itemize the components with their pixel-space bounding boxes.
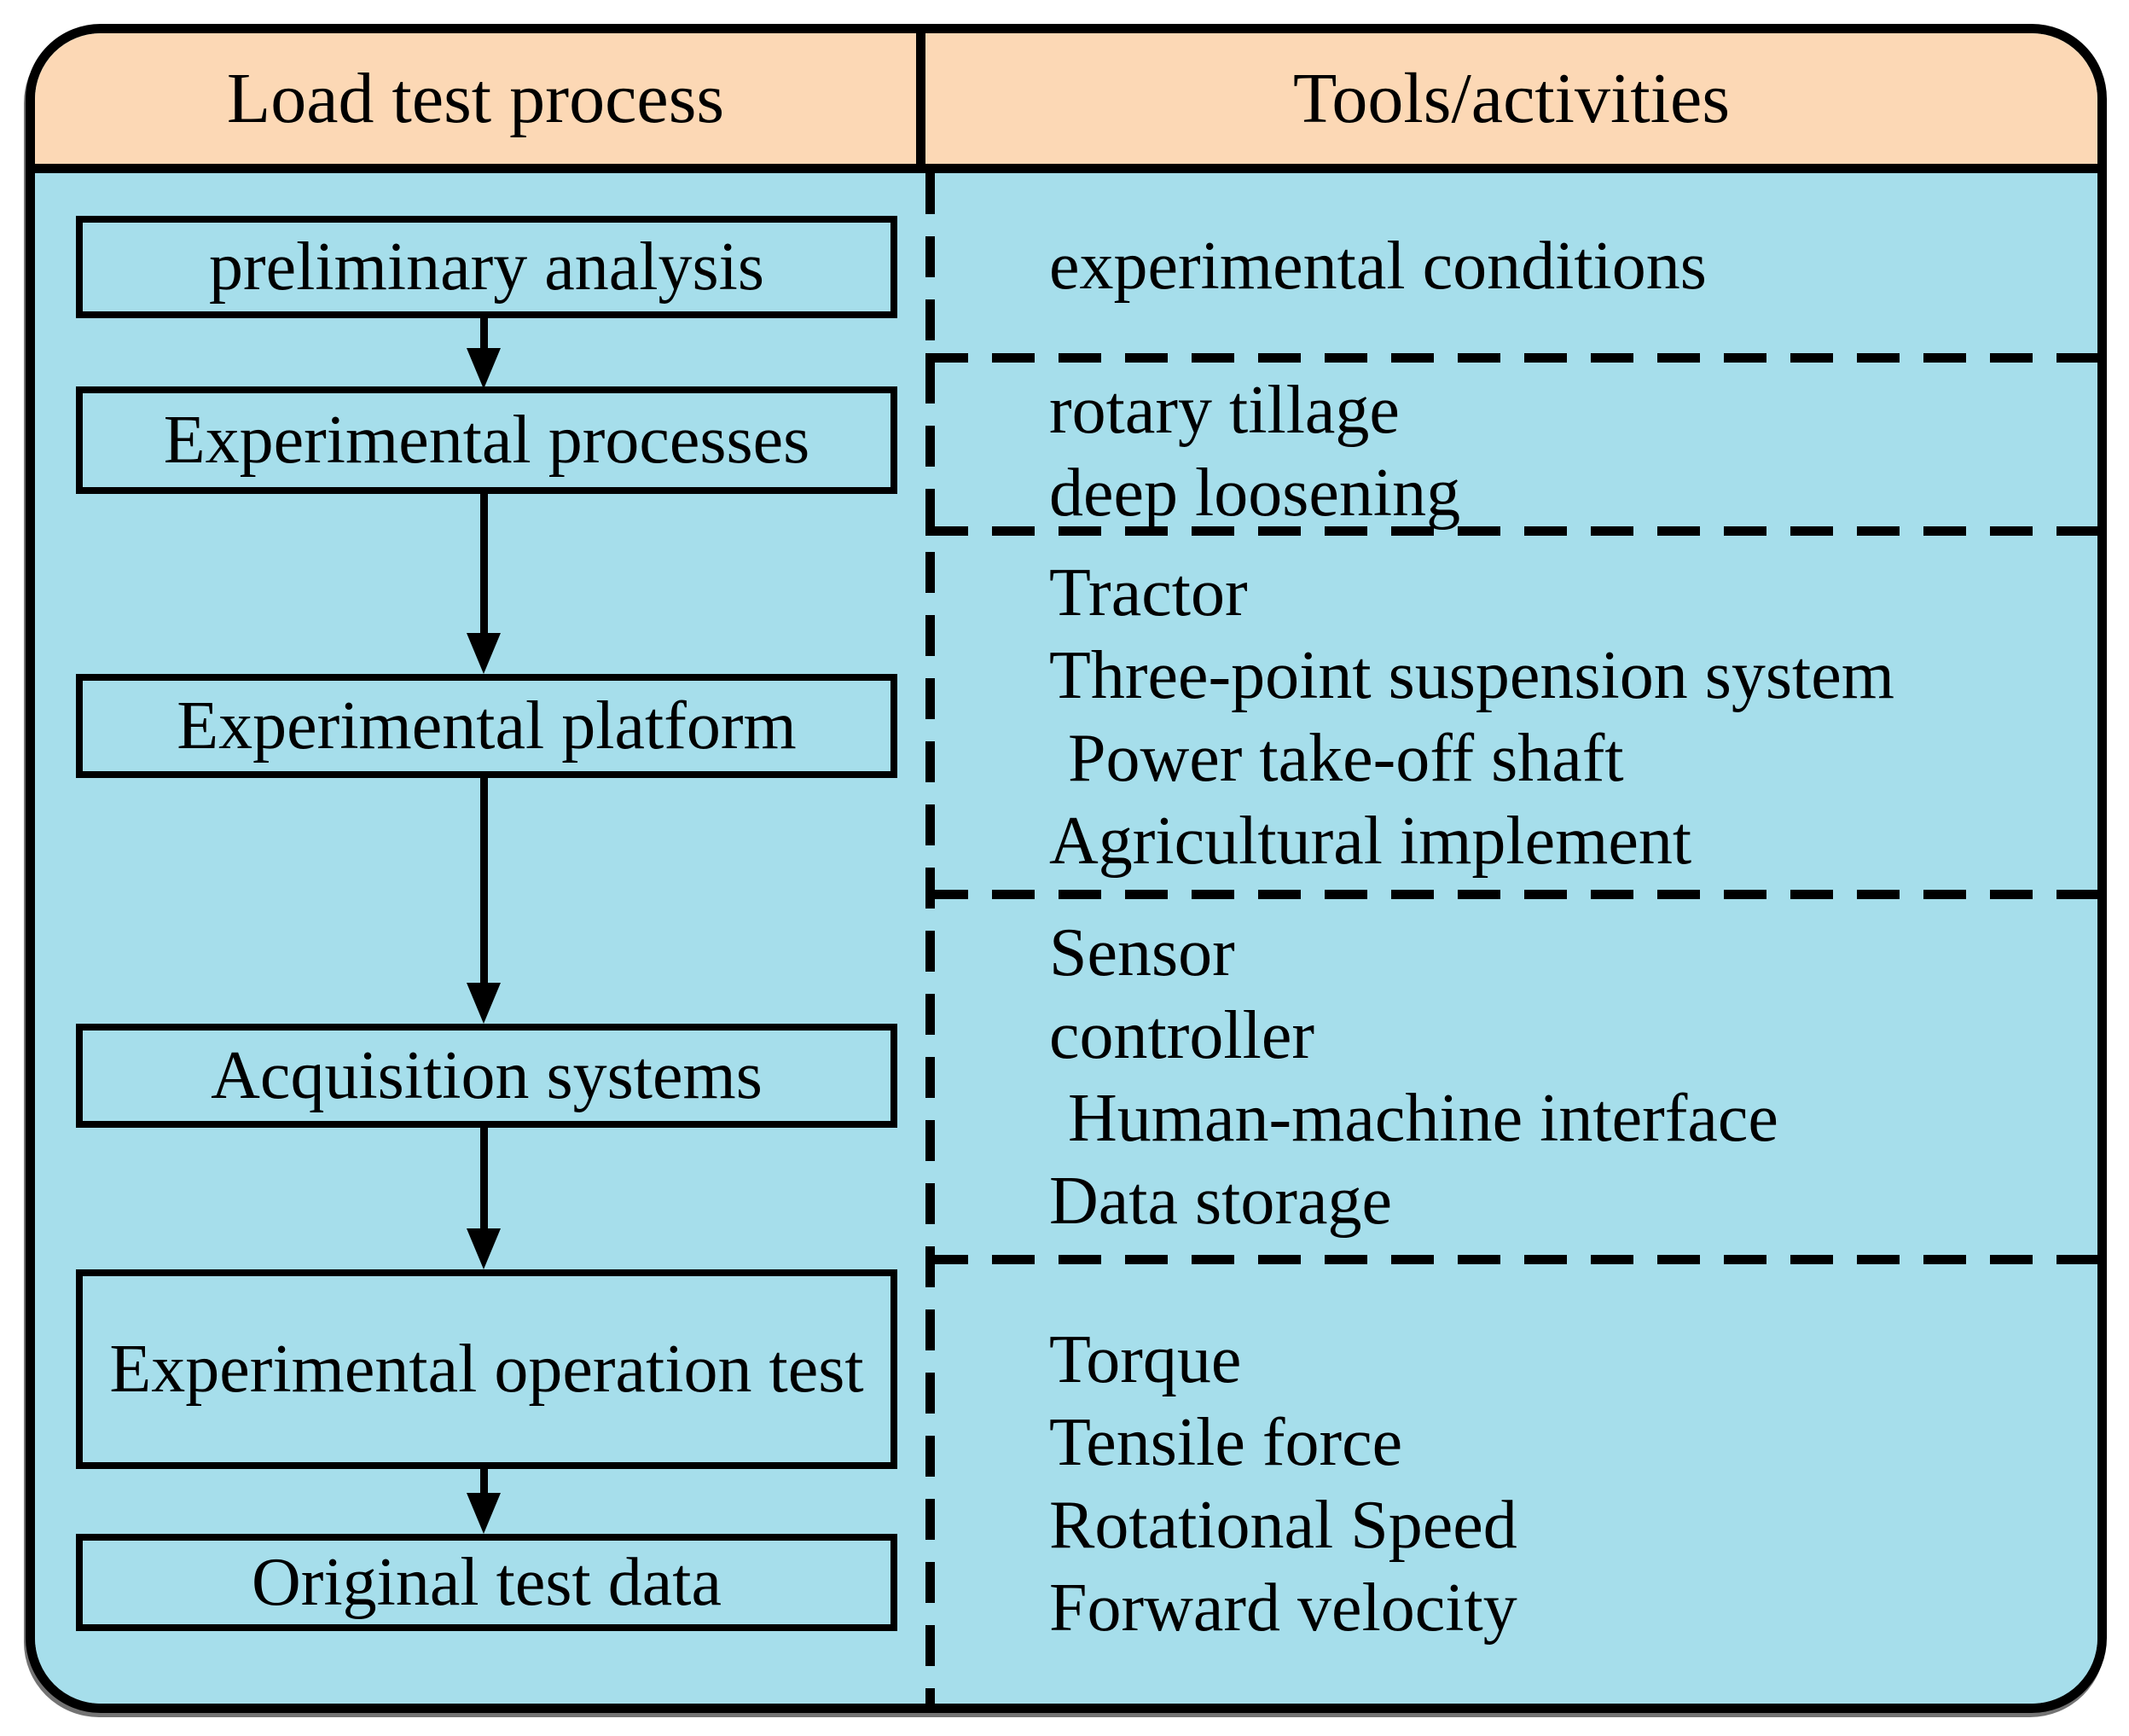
tool-item: Tensile force: [1049, 1404, 1403, 1480]
arrow-stem: [479, 493, 488, 633]
tool-item: Tractor: [1049, 555, 1248, 630]
flow-box-experimental-platform: Experimental platform: [76, 674, 897, 778]
arrow-stem: [479, 318, 488, 348]
tool-section-measured-quantities: Torque Tensile force Rotational Speed Fo…: [935, 1264, 2097, 1704]
arrow-head-icon: [467, 348, 501, 389]
section-divider-2: [925, 526, 2097, 536]
tool-item: Rotational Speed: [1049, 1487, 1517, 1563]
tool-item: experimental conditions: [1049, 228, 1707, 304]
tool-item: Power take-off shaft: [1068, 721, 1624, 796]
arrow-head-icon: [467, 1493, 501, 1534]
tool-item: Human-machine interface: [1068, 1080, 1778, 1156]
tool-item: rotary tillage: [1049, 373, 1400, 448]
tool-item: Forward velocity: [1049, 1570, 1517, 1646]
arrow-head-icon: [467, 983, 501, 1024]
tool-item: Agricultural implement: [1049, 804, 1692, 879]
arrow-stem: [479, 778, 488, 983]
flow-box-acquisition-systems: Acquisition systems: [76, 1024, 897, 1128]
arrow-head-icon: [467, 1228, 501, 1269]
down-arrow-3: [467, 778, 501, 1024]
down-arrow-5: [467, 1469, 501, 1534]
header-tools-activities: Tools/activities: [925, 33, 2097, 164]
arrow-head-icon: [467, 633, 501, 674]
column-divider-dashed-line: [925, 173, 935, 1704]
header-right-label: Tools/activities: [1292, 59, 1731, 138]
tool-item: Three-point suspension system: [1049, 638, 1894, 713]
tool-item: deep loosening: [1049, 456, 1461, 531]
flow-box-experimental-processes: Experimental processes: [76, 386, 897, 494]
tool-item: Torque: [1049, 1321, 1242, 1397]
header-left-label: Load test process: [226, 59, 725, 138]
header-row: Load test process Tools/activities: [35, 33, 2097, 173]
tool-section-acquisition-components: Sensor controller Human-machine interfac…: [935, 899, 2097, 1255]
section-divider-3: [925, 890, 2097, 899]
down-arrow-1: [467, 318, 501, 389]
section-divider-1: [925, 353, 2097, 363]
down-arrow-2: [467, 493, 501, 674]
diagram-body: preliminary analysis Experimental proces…: [35, 173, 2097, 1704]
tool-section-tillage: rotary tillage deep loosening: [935, 363, 2097, 542]
tool-section-platform-components: Tractor Three-point suspension system Po…: [935, 536, 2097, 899]
flow-box-experimental-operation-test: Experimental operation test: [76, 1269, 897, 1469]
section-divider-4: [925, 1255, 2097, 1264]
flow-box-original-test-data: Original test data: [76, 1534, 897, 1631]
tool-item: controller: [1049, 997, 1314, 1073]
tool-item: Sensor: [1049, 914, 1235, 990]
arrow-stem: [479, 1128, 488, 1228]
down-arrow-4: [467, 1128, 501, 1269]
tool-section-experimental-conditions: experimental conditions: [935, 173, 2097, 359]
diagram-frame: Load test process Tools/activities preli…: [26, 24, 2107, 1713]
arrow-stem: [479, 1469, 488, 1493]
flow-box-preliminary-analysis: preliminary analysis: [76, 216, 897, 318]
tool-item: Data storage: [1049, 1163, 1393, 1239]
header-load-test-process: Load test process: [35, 33, 925, 164]
